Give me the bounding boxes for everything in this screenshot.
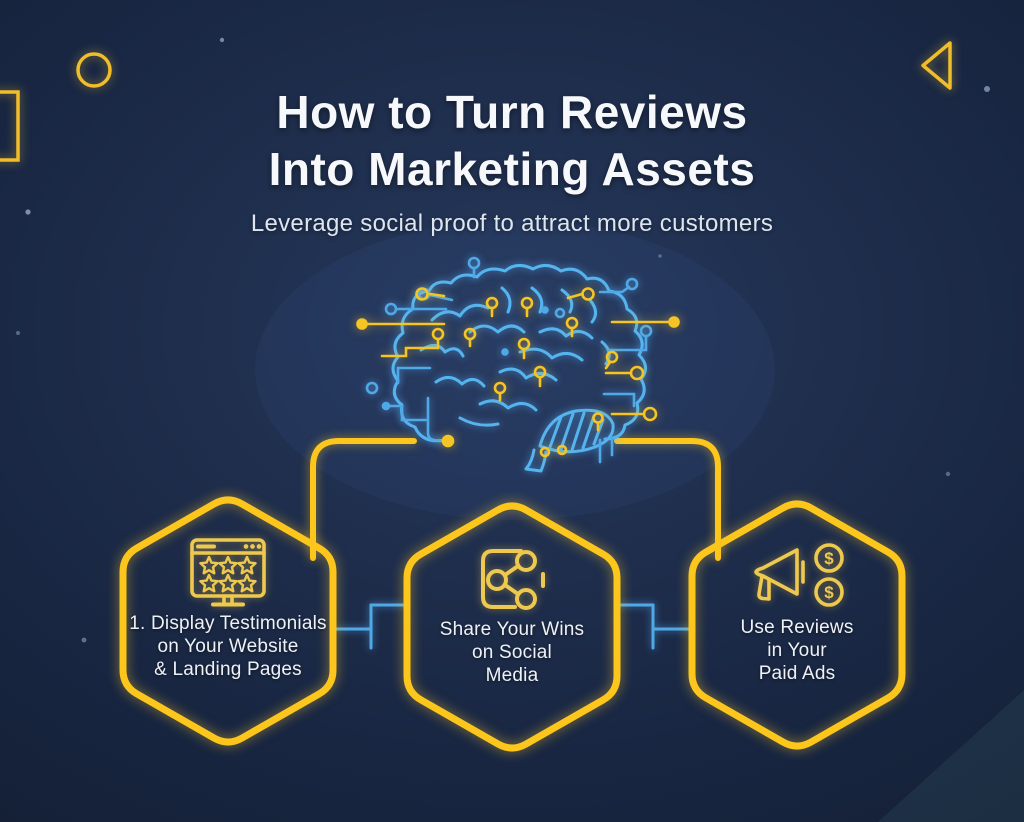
monitor-with-stars-icon xyxy=(190,538,266,607)
brain-outline xyxy=(391,264,647,473)
coin-dollar-symbol: $ xyxy=(824,583,834,602)
hexagon-step-3: $ $ Use Reviews in Your Paid Ads xyxy=(677,490,917,760)
step-3-line-2: in Your xyxy=(767,640,827,661)
step-2-line-2: on Social xyxy=(472,642,552,663)
brain-backglow xyxy=(255,220,775,520)
step-3-line-3: Paid Ads xyxy=(758,663,836,684)
coin-dollar-symbol: $ xyxy=(824,549,834,568)
megaphone-coins-icon: $ $ xyxy=(754,543,844,607)
header: How to Turn Reviews Into Marketing Asset… xyxy=(0,84,1024,238)
hexagon-step-2: Share Your Wins on Social Media xyxy=(392,492,632,762)
step-1-line-1: 1. Display Testimonials xyxy=(129,613,327,634)
page-title-line-2: Into Marketing Assets xyxy=(268,143,756,195)
page-subtitle: Leverage social proof to attract more cu… xyxy=(250,210,774,237)
step-1-line-2: on Your Website xyxy=(157,636,299,657)
hexagon-outline xyxy=(119,496,337,746)
blue-circuit-traces xyxy=(365,256,653,464)
step-3-line-1: Use Reviews xyxy=(740,617,854,638)
step-1-line-3: & Landing Pages xyxy=(154,659,302,680)
hexagon-step-1: 1. Display Testimonials on Your Website … xyxy=(108,486,348,756)
triangle-outline-decoration xyxy=(921,41,952,90)
step-1-label: 1. Display Testimonials on Your Website … xyxy=(108,612,348,681)
step-2-line-3: Media xyxy=(485,665,539,686)
step-2-line-1: Share Your Wins xyxy=(439,619,585,640)
hexagon-outline xyxy=(403,502,621,752)
page-title-line-1: How to Turn Reviews xyxy=(276,86,748,138)
yellow-circuit-nodes xyxy=(356,287,680,458)
share-network-icon xyxy=(481,549,545,610)
hexagon-outline xyxy=(688,500,906,750)
step-2-label: Share Your Wins on Social Media xyxy=(392,618,632,687)
brain-circuit-illustration xyxy=(356,256,680,473)
step-3-label: Use Reviews in Your Paid Ads xyxy=(677,616,917,685)
circle-outline-decoration xyxy=(76,52,112,88)
